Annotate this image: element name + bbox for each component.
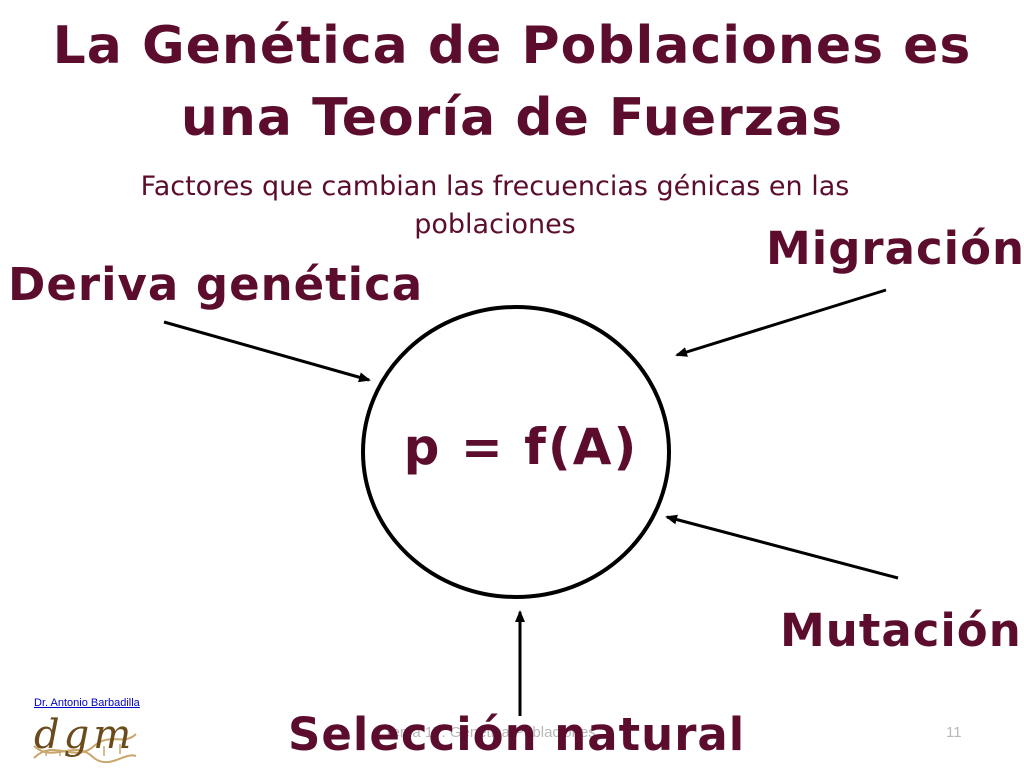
force-label-migracion: Migración	[766, 222, 1024, 275]
arrow-deriva	[163, 320, 371, 383]
slide-title: La Genética de Poblaciones es una Teoría…	[0, 10, 1024, 154]
dna-helix-icon	[33, 733, 137, 764]
force-label-mutacion: Mutación	[780, 604, 1022, 657]
logo-text: dgm	[34, 712, 136, 758]
dgm-logo: dgm	[30, 712, 140, 764]
allele-frequency-formula: p = f(A)	[403, 418, 639, 476]
slide-subtitle: Factores que cambian las frecuencias gén…	[140, 171, 850, 240]
title-line-1: La Genética de Poblaciones es	[52, 16, 972, 76]
title-line-2: una Teoría de Fuerzas	[180, 88, 844, 148]
slide-footer: Tema 17. Genética Poblaciones	[384, 724, 596, 741]
author-link[interactable]: Dr. Antonio Barbadilla	[34, 697, 140, 709]
page-number: 11	[946, 724, 962, 741]
population-circle	[361, 305, 671, 599]
arrow-migracion	[675, 288, 887, 357]
force-label-deriva: Deriva genética	[8, 258, 424, 311]
arrow-mutacion	[665, 514, 899, 580]
force-label-seleccion: Selección natural	[288, 708, 746, 761]
